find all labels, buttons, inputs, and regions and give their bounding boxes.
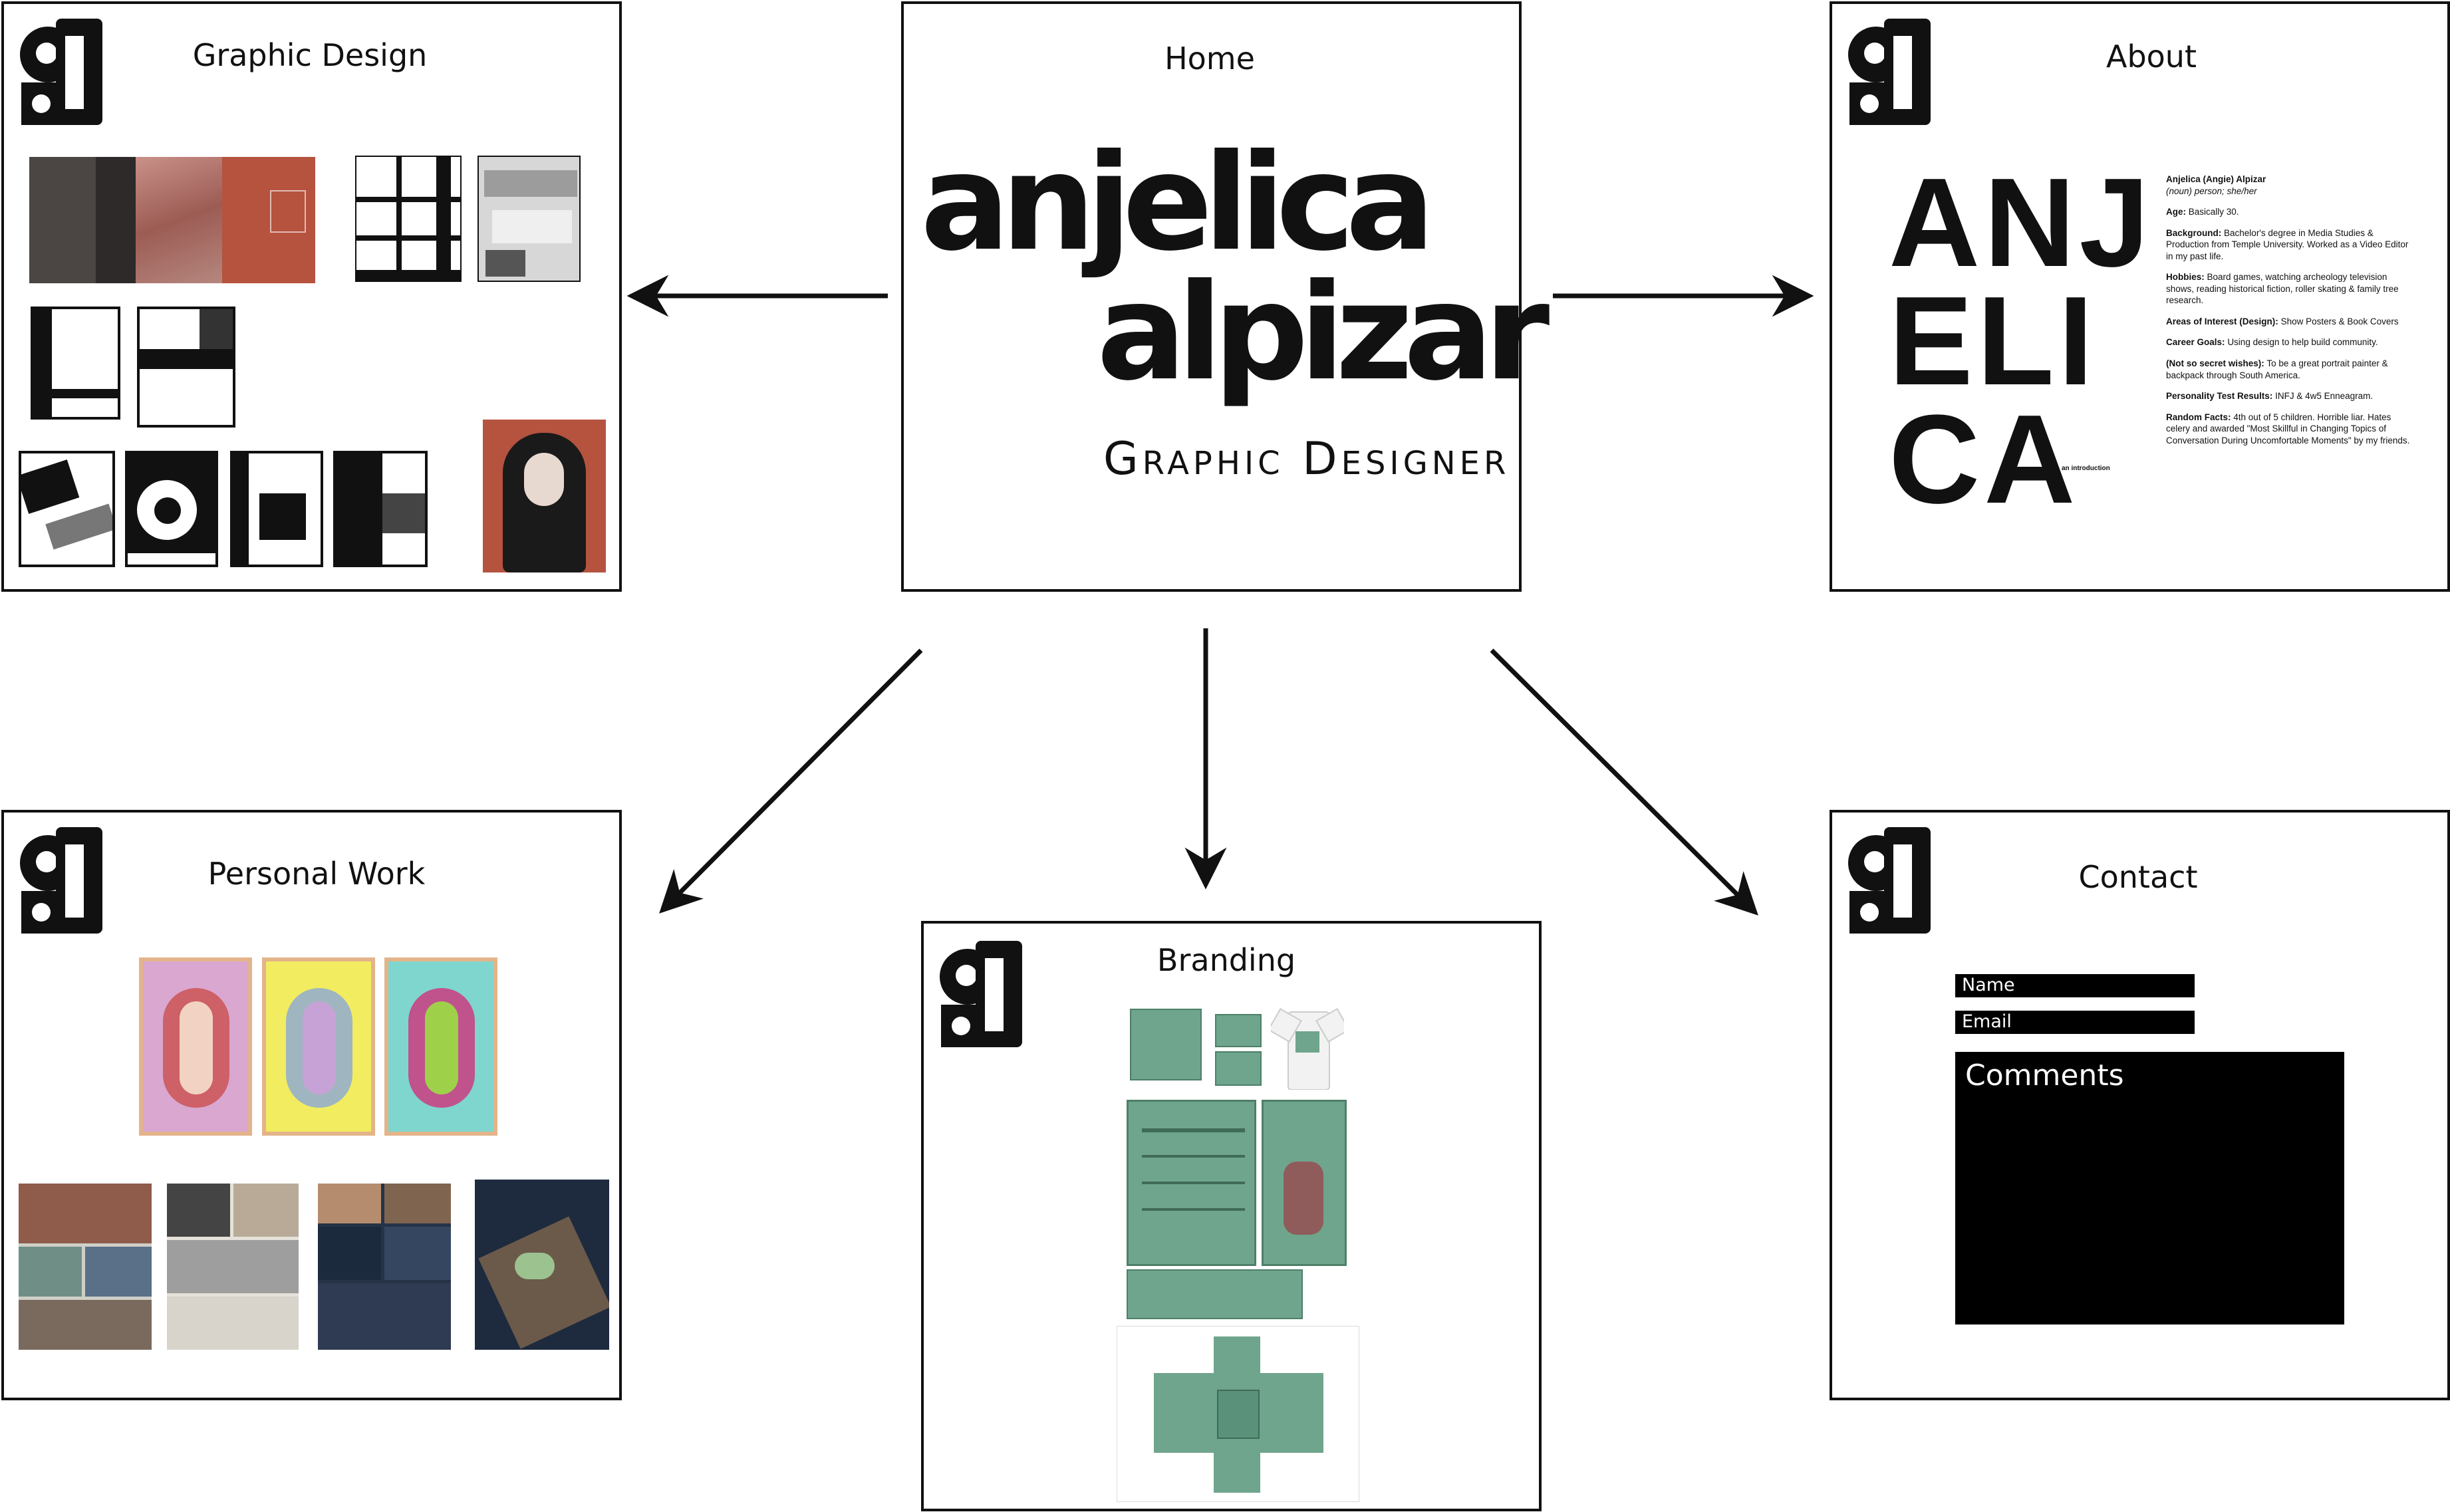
about-goals: Using design to help build community. bbox=[2227, 337, 2378, 348]
branding-sticker-thumbnail[interactable] bbox=[1130, 1009, 1202, 1080]
graphic-design-panel[interactable]: Graphic Design bbox=[1, 1, 622, 592]
book-cover-thumbnail[interactable] bbox=[29, 157, 315, 283]
concert-poster-thumbnail[interactable] bbox=[125, 451, 218, 567]
branding-packaging-thumbnail[interactable] bbox=[1117, 1326, 1359, 1502]
email-field[interactable]: Email bbox=[1955, 1011, 2195, 1034]
tarot-card-thumbnail[interactable] bbox=[384, 957, 497, 1136]
comic-page-thumbnail[interactable] bbox=[19, 1184, 152, 1350]
about-random-label: Random Facts: bbox=[2166, 412, 2231, 422]
about-pronoun: (noun) person; she/her bbox=[2166, 186, 2257, 196]
about-age: Basically 30. bbox=[2188, 207, 2239, 217]
branding-sticker-thumbnail[interactable] bbox=[1215, 1014, 1262, 1047]
name-field-label: Name bbox=[1962, 975, 2015, 995]
personal-work-panel[interactable]: Personal Work bbox=[1, 810, 622, 1400]
home-name-line2: alpizar bbox=[1097, 255, 1550, 410]
home-name-line1: anjelica bbox=[920, 126, 1435, 281]
arrow-to-personal-work bbox=[659, 648, 923, 914]
panel-title: Personal Work bbox=[207, 856, 426, 892]
about-goals-label: Career Goals: bbox=[2166, 337, 2225, 348]
panel-title: About bbox=[2106, 39, 2197, 74]
typography-poster-thumbnail[interactable] bbox=[355, 156, 462, 282]
aa-logo-icon bbox=[936, 938, 1023, 1050]
about-random: 4th out of 5 children. Horrible liar. Ha… bbox=[2166, 412, 2410, 445]
branding-banner-thumbnail[interactable] bbox=[1127, 1269, 1303, 1319]
branding-poster-thumbnail[interactable] bbox=[1262, 1100, 1347, 1266]
about-big-line2: ELI bbox=[1889, 271, 2098, 412]
about-interest: Show Posters & Book Covers bbox=[2280, 316, 2399, 326]
email-field-label: Email bbox=[1962, 1011, 2012, 1032]
about-name: Anjelica (Angie) Alpizar bbox=[2166, 174, 2266, 184]
about-interest-label: Areas of Interest (Design): bbox=[2166, 316, 2278, 326]
panel-title: Branding bbox=[1157, 942, 1296, 978]
about-personality: INFJ & 4w5 Enneagram. bbox=[2275, 391, 2374, 402]
concert-poster-thumbnail[interactable] bbox=[31, 307, 120, 420]
about-personality-label: Personality Test Results: bbox=[2166, 391, 2273, 402]
portrait-poster-thumbnail[interactable] bbox=[483, 420, 606, 572]
comic-page-thumbnail[interactable] bbox=[475, 1180, 609, 1350]
typography-poster-thumbnail[interactable] bbox=[477, 156, 581, 282]
comic-page-thumbnail[interactable] bbox=[318, 1184, 451, 1350]
about-age-label: Age: bbox=[2166, 207, 2186, 217]
about-big-line3: CA bbox=[1889, 389, 2080, 531]
aa-logo-icon bbox=[16, 824, 104, 936]
aa-logo-icon bbox=[16, 16, 104, 128]
comments-field-label: Comments bbox=[1965, 1059, 2124, 1092]
branding-tshirt-thumbnail[interactable] bbox=[1271, 1006, 1344, 1090]
about-wishes: To be a great portrait painter & backpac… bbox=[2166, 358, 2388, 380]
branding-sticker-thumbnail[interactable] bbox=[1215, 1051, 1262, 1086]
about-hobbies: Board games, watching archeology televis… bbox=[2166, 272, 2399, 306]
arrow-to-contact bbox=[1490, 648, 1758, 916]
about-tagline: an introduction bbox=[2062, 465, 2110, 472]
about-background-label: Background: bbox=[2166, 227, 2222, 238]
aa-logo-icon bbox=[1844, 824, 1932, 936]
panel-title: Contact bbox=[2078, 859, 2198, 895]
concert-poster-thumbnail[interactable] bbox=[19, 451, 115, 567]
about-wishes-label: (Not so secret wishes): bbox=[2166, 358, 2264, 369]
panel-title: Graphic Design bbox=[192, 37, 428, 73]
about-background: Bachelor's degree in Media Studies & Pro… bbox=[2166, 227, 2409, 261]
name-field[interactable]: Name bbox=[1955, 974, 2195, 997]
about-hobbies-label: Hobbies: bbox=[2166, 272, 2205, 283]
home-subtitle: Graphic Designer bbox=[1103, 433, 1510, 485]
aa-logo-icon bbox=[1844, 16, 1932, 128]
panel-title: Home bbox=[1164, 41, 1255, 76]
contact-panel[interactable]: Contact Name Email Comments bbox=[1830, 810, 2450, 1400]
about-big-line1: ANJ bbox=[1889, 152, 2154, 293]
comic-page-thumbnail[interactable] bbox=[167, 1184, 299, 1350]
about-panel[interactable]: About ANJ ELI CA an introduction Anjelic… bbox=[1830, 1, 2450, 592]
about-bio: Anjelica (Angie) Alpizar (noun) person; s… bbox=[2166, 174, 2412, 455]
concert-poster-thumbnail[interactable] bbox=[137, 307, 235, 428]
about-big-letters: ANJ ELI CA bbox=[1889, 152, 2154, 531]
tarot-card-thumbnail[interactable] bbox=[262, 957, 375, 1136]
home-panel[interactable]: Home anjelica alpizar Graphic Designer bbox=[901, 1, 1550, 592]
comments-field[interactable]: Comments bbox=[1955, 1052, 2344, 1324]
branding-panel[interactable]: Branding bbox=[921, 921, 1542, 1511]
concert-poster-thumbnail[interactable] bbox=[230, 451, 323, 567]
branding-poster-thumbnail[interactable] bbox=[1127, 1100, 1256, 1266]
concert-poster-thumbnail[interactable] bbox=[333, 451, 428, 567]
tarot-card-thumbnail[interactable] bbox=[139, 957, 252, 1136]
